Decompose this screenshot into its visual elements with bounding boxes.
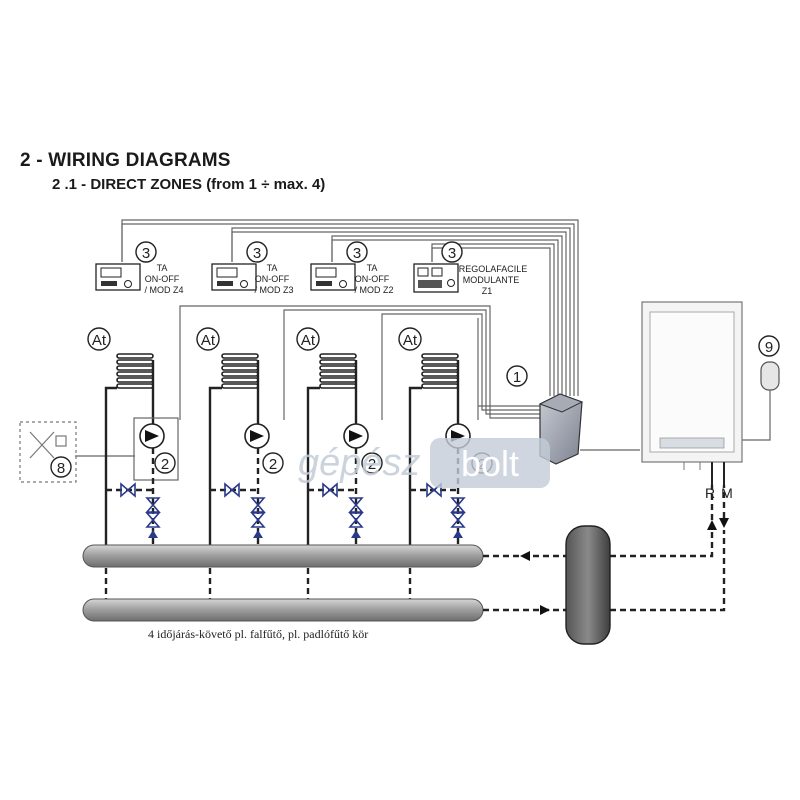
pump-icon <box>250 430 264 442</box>
check-valve-icon <box>253 530 263 538</box>
control-unit: 1 <box>506 365 584 465</box>
controller-label-3: / MOD Z3 <box>254 285 293 295</box>
marker-3: 3 <box>353 245 361 262</box>
controller-label-2: ON-OFF <box>145 274 180 284</box>
controller-label-2: ON-OFF <box>355 274 390 284</box>
marker-3: 3 <box>448 245 456 262</box>
controller-label-2: MODULANTE <box>463 275 520 285</box>
check-valve-icon <box>148 530 158 538</box>
marker-3: 3 <box>253 245 261 262</box>
radiant-coil-icon <box>319 353 357 389</box>
marker-at: At <box>403 332 418 349</box>
check-valve-icon <box>453 530 463 538</box>
room-thermostat-icon <box>413 263 459 293</box>
separator-connections <box>483 485 729 615</box>
room-thermostat-icon <box>211 263 257 291</box>
marker-at: At <box>92 332 107 349</box>
controller-label-1: TA <box>157 263 168 273</box>
controller-z1: 3 REGOLAFACILE MODULANTE Z1 <box>413 241 528 296</box>
marker-at: At <box>301 332 316 349</box>
watermark-logo: gépész bolt <box>298 438 550 488</box>
marker-2: 2 <box>368 456 376 473</box>
marker-9: 9 <box>765 339 773 356</box>
controller-label-1: TA <box>367 263 378 273</box>
marker-8: 8 <box>57 460 65 477</box>
return-label: R <box>705 485 715 501</box>
controller-z2: 3 TA ON-OFF / MOD Z2 <box>310 241 394 295</box>
room-thermostat-icon <box>95 263 141 291</box>
controller-z3: 3 TA ON-OFF / MOD Z3 <box>211 241 294 295</box>
page-title: 2 - WIRING DIAGRAMS <box>20 150 231 171</box>
marker-at: At <box>201 332 216 349</box>
return-manifold <box>82 598 484 622</box>
marker-2: 2 <box>269 456 277 473</box>
diagram-caption: 4 időjárás-követő pl. falfűtő, pl. padló… <box>148 627 368 641</box>
pump-icon <box>145 430 159 442</box>
controller-label-2: ON-OFF <box>255 274 290 284</box>
hydraulic-separator-icon <box>565 525 611 645</box>
flow-label: M <box>721 485 733 501</box>
room-thermostat-icon <box>310 263 356 291</box>
flow-manifold <box>82 544 484 568</box>
boiler-icon <box>641 301 743 485</box>
check-valve-icon <box>351 530 361 538</box>
controller-label-3: / MOD Z4 <box>144 285 183 295</box>
page-subtitle: 2 .1 - DIRECT ZONES (from 1 ÷ max. 4) <box>52 176 326 193</box>
controller-label-3: Z1 <box>482 286 493 296</box>
control-wiring <box>75 219 771 457</box>
marker-2: 2 <box>161 456 169 473</box>
watermark-right: bolt <box>461 443 519 484</box>
controller-label-1: REGOLAFACILE <box>459 264 528 274</box>
controller-z4: 3 TA ON-OFF / MOD Z4 <box>95 241 184 295</box>
marker-1: 1 <box>513 369 521 386</box>
watermark-left: gépész <box>298 442 421 484</box>
outdoor-probe: 9 <box>758 335 780 391</box>
heating-circuit-1: At 2 <box>87 327 179 600</box>
mixing-valve: 8 <box>19 421 77 483</box>
radiant-coil-icon <box>221 353 259 389</box>
heating-circuit-2: At 2 <box>196 327 284 600</box>
controller-label-1: TA <box>267 263 278 273</box>
controller-label-3: / MOD Z2 <box>354 285 393 295</box>
outdoor-probe-icon <box>760 361 780 391</box>
heating-circuit-3: At 2 <box>296 327 383 600</box>
marker-3: 3 <box>142 245 150 262</box>
radiant-coil-icon <box>116 353 154 389</box>
radiant-coil-icon <box>421 353 459 389</box>
pump-icon <box>349 430 363 442</box>
